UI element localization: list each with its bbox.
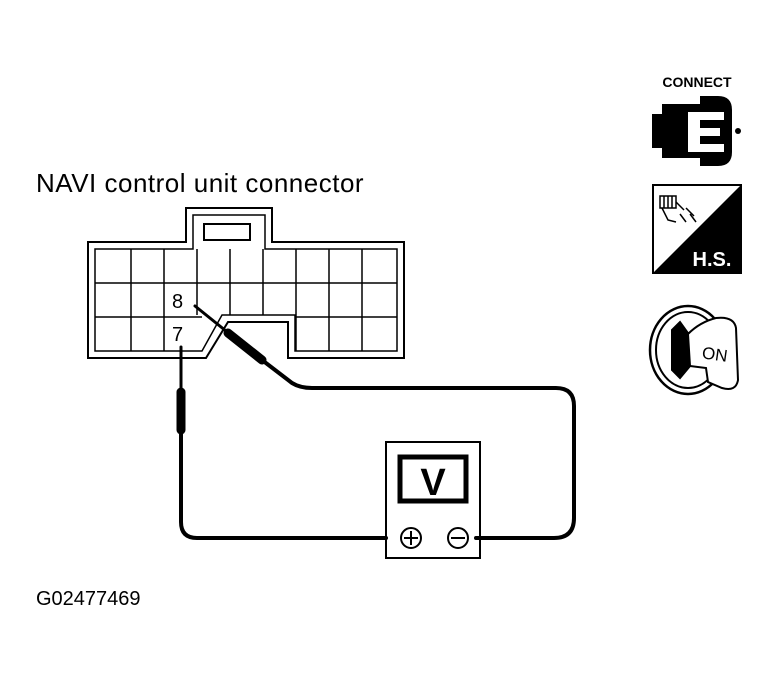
probe-leads	[176, 304, 576, 540]
positive-lead	[260, 358, 576, 540]
positive-terminal	[400, 527, 422, 549]
connect-icon-label: CONNECT	[662, 74, 732, 90]
navi-connector	[87, 207, 405, 359]
pin-8-label: 8	[172, 291, 183, 313]
ignition-key-on-icon	[648, 304, 740, 396]
connector-title: NAVI control unit connector	[36, 168, 365, 198]
negative-terminal	[447, 527, 469, 549]
harness-side-icon: H.S.	[652, 184, 742, 274]
connector-grid	[95, 249, 397, 351]
positive-probe-handle	[223, 328, 267, 365]
voltmeter-body	[385, 441, 481, 559]
positive-probe-tip	[193, 304, 228, 333]
figure-id: G02477469	[36, 588, 141, 610]
negative-lead	[179, 428, 388, 540]
ignition-icon-label: ON	[701, 343, 729, 365]
harness-icon-label: H.S.	[693, 249, 732, 271]
connector-connect-icon: CONNECT	[652, 74, 741, 166]
connector-outline-outer	[87, 207, 405, 359]
connector-latch	[203, 223, 251, 241]
pin-7-label: 7	[172, 324, 183, 346]
connector-outline-inner	[94, 214, 398, 352]
voltmeter-display	[397, 454, 469, 504]
voltmeter-label: V	[420, 462, 446, 504]
voltmeter	[385, 441, 481, 559]
